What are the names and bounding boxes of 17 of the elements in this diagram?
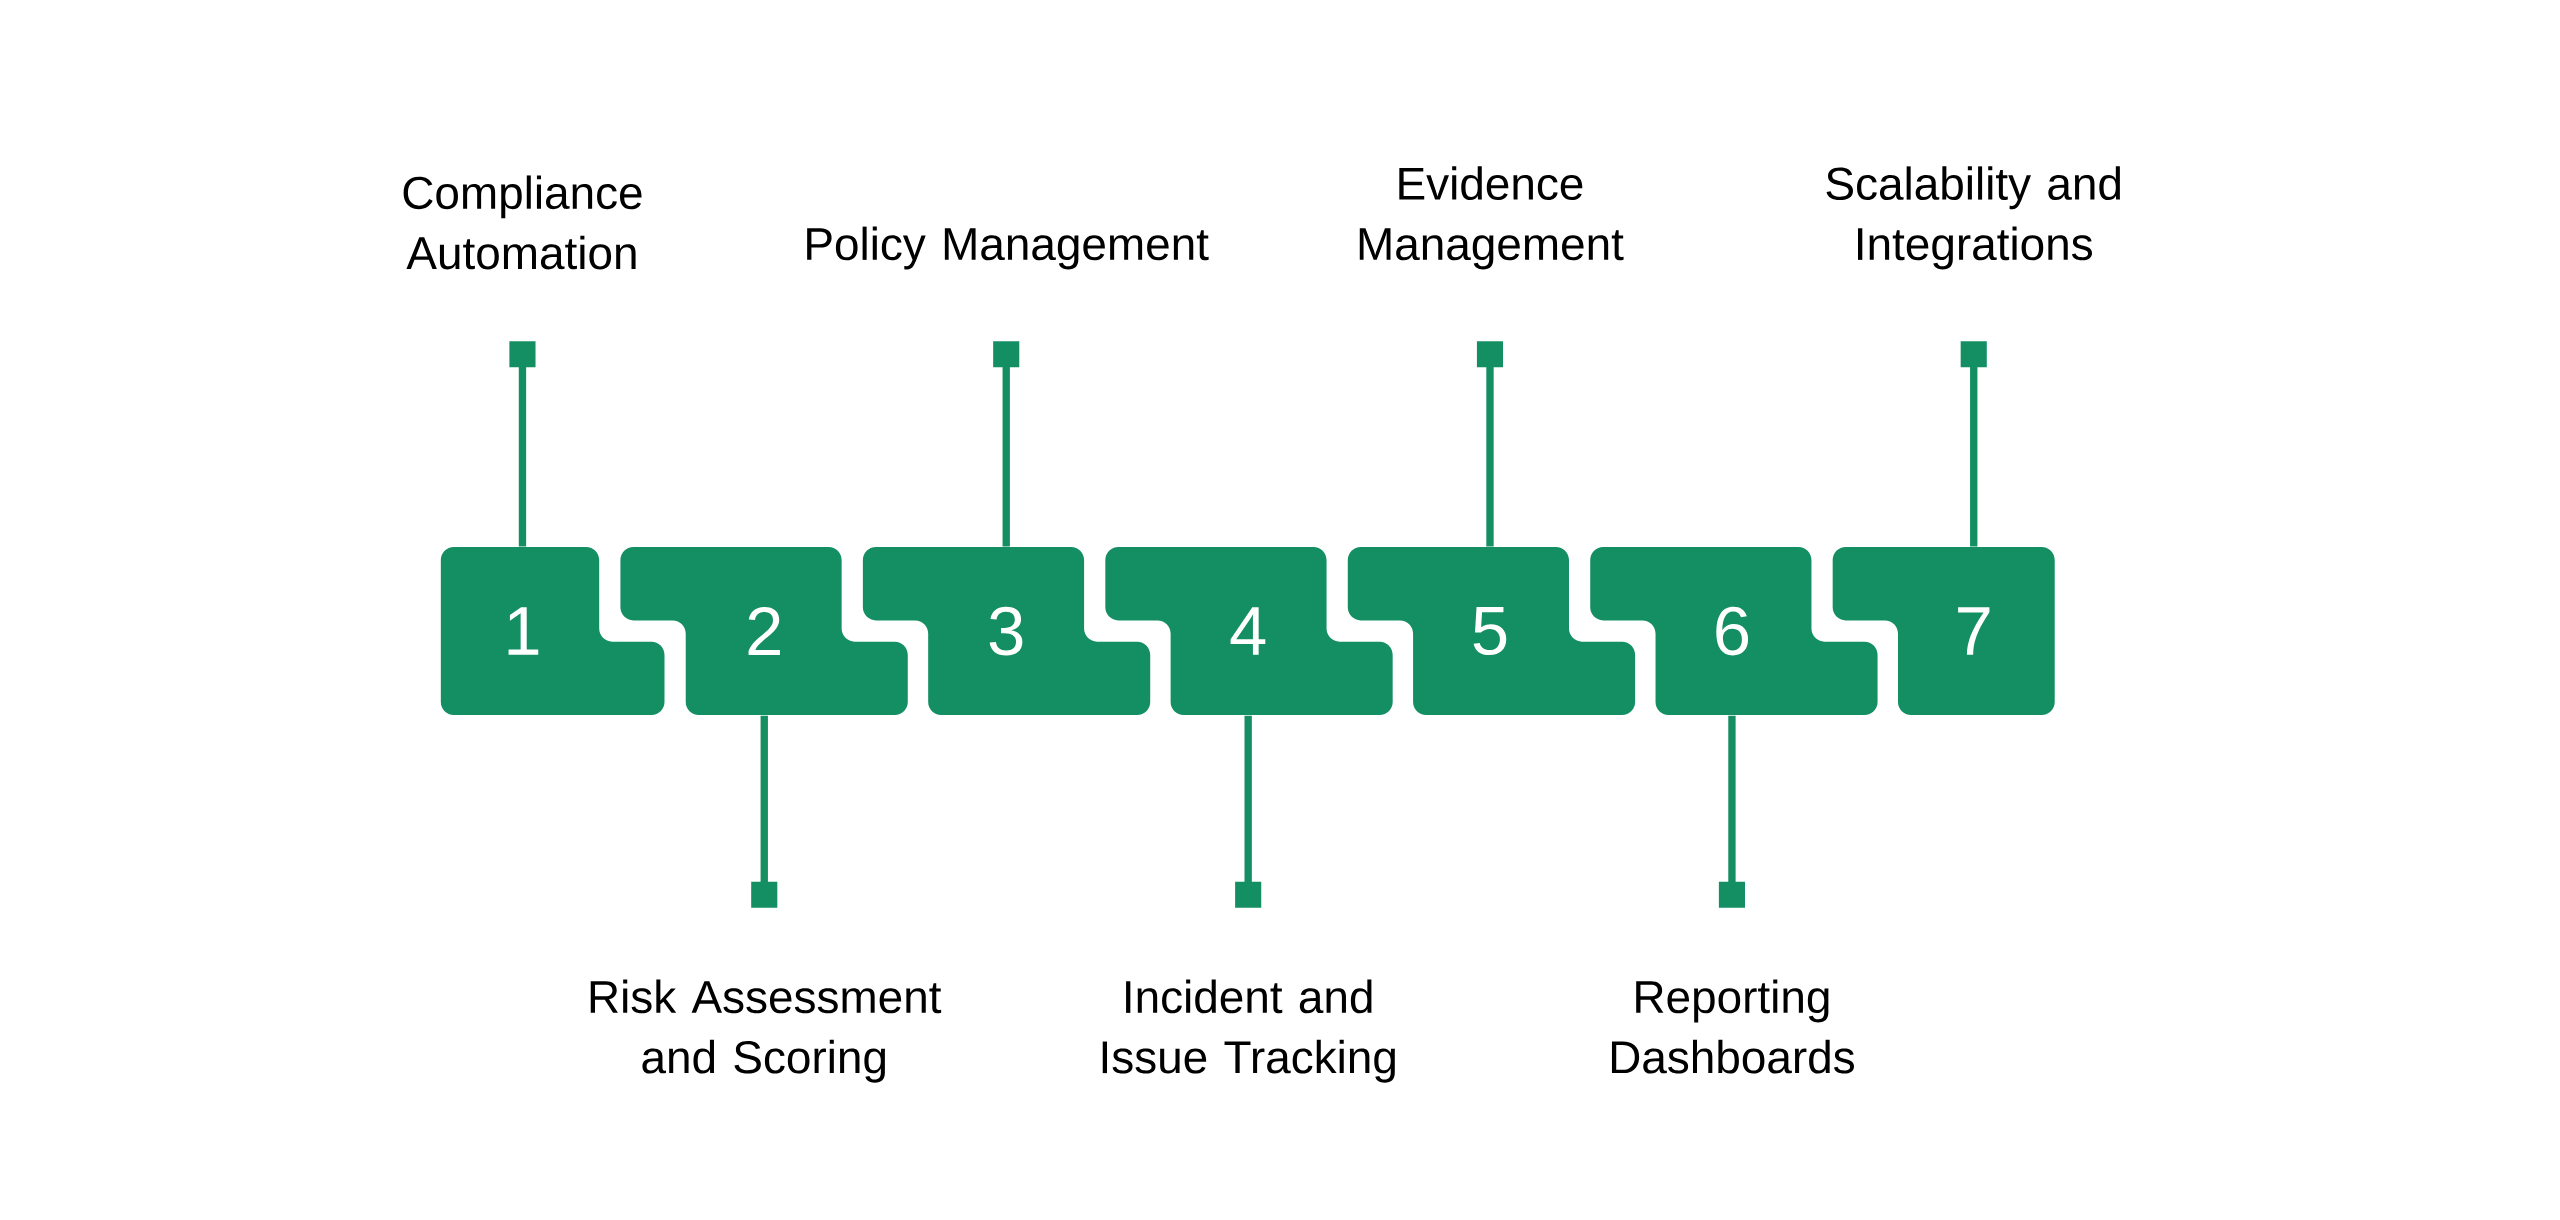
feature-label: Evidence Management xyxy=(1359,166,1624,270)
feature-label: Reporting Dashboards xyxy=(1611,979,1854,1074)
leader-line xyxy=(751,715,778,908)
feature-label: Risk Assessment and Scoring xyxy=(590,979,942,1083)
feature-label: Compliance Automation xyxy=(403,175,642,270)
puzzle-piece: 3 xyxy=(862,547,1151,716)
feature-label: Scalability and Integrations xyxy=(1826,166,2120,270)
feature-label: Incident and Issue Tracking xyxy=(1102,979,1395,1083)
puzzle-piece: 1 xyxy=(440,547,665,716)
feature-label: Policy Management xyxy=(807,226,1209,270)
puzzle-piece: 7 xyxy=(1832,547,2055,716)
puzzle-piece: 6 xyxy=(1590,547,1878,716)
leader-line xyxy=(1718,715,1745,908)
puzzle-piece: 2 xyxy=(620,547,908,716)
leader-line xyxy=(1235,715,1262,908)
puzzle-piece: 4 xyxy=(1105,547,1393,716)
puzzle-piece: 5 xyxy=(1347,547,1636,716)
